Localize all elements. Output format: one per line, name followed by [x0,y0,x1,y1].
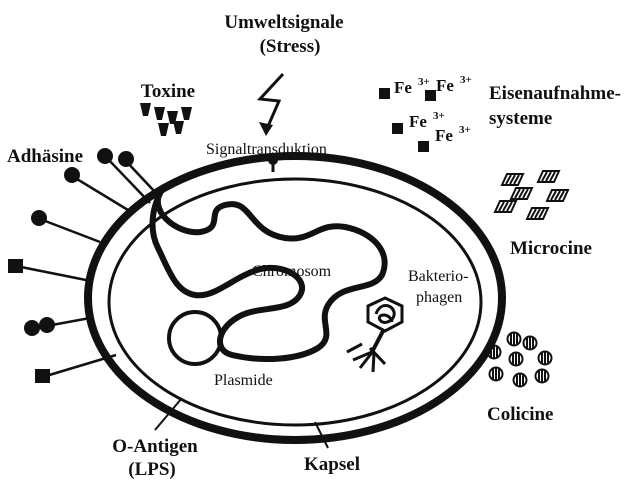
plasmid-ring [169,312,221,364]
colicin-icon [510,353,523,366]
colicine-label: Colicine [487,404,554,425]
iron-receptor-icon [425,90,436,101]
colicins-group [488,333,552,387]
bakterio-label-line1: Bakterio- [408,268,468,285]
iron-receptor-icon [418,141,429,152]
stress-lightning-icon [260,74,283,131]
toxins-group [140,103,192,136]
microcin-icon [527,208,548,219]
fe-sup-4: 3+ [459,124,471,136]
colicin-icon [508,333,521,346]
adhesin-icon [39,317,55,333]
adhesin-icon [31,210,47,226]
microcin-icon [547,190,568,201]
adhesin-icon [97,148,113,164]
colicin-icon [539,352,552,365]
adhesin-icon [24,320,40,336]
microcin-icon [511,188,532,199]
iron-receptor-icon [392,123,403,134]
fe-label-1: Fe [394,78,412,97]
eisen-label-line1: Eisenaufnahme- [489,83,621,104]
oantigen-label-line2: (LPS) [128,459,176,480]
signaltransduktion-label: Signaltransduktion [206,141,327,158]
fe-label-2: Fe [436,76,454,95]
umwelt-label-line2: (Stress) [260,36,321,57]
fe-label-3: Fe [409,112,427,131]
iron-receptor-icon [379,88,390,99]
microcins-group [495,171,568,219]
microcin-icon [502,174,523,185]
colicin-icon [524,337,537,350]
colicin-icon [514,374,527,387]
toxin-icon [140,103,151,116]
lightning-arrowhead [259,122,273,136]
microcin-icon [538,171,559,182]
adhesin-icon [64,167,80,183]
adhesins-group [8,148,155,383]
fe-label-4: Fe [435,126,453,145]
toxin-icon [181,107,192,120]
kapsel-label: Kapsel [304,454,360,475]
adhesin-square-icon [35,369,50,383]
fe-sup-3: 3+ [433,110,445,122]
adhesin-icon [118,151,134,167]
umwelt-label-line1: Umweltsignale [224,12,343,33]
adhesin-square-icon [8,259,23,273]
bacteriophage-icon [347,298,402,372]
eisen-label-line2: systeme [489,108,552,129]
fe-sup-2: 3+ [460,74,472,86]
toxin-icon [173,121,184,134]
microcine-label: Microcine [510,238,592,259]
plasmide-label: Plasmide [214,372,273,389]
microcin-icon [495,201,516,212]
oantigen-label-line1: O-Antigen [112,436,198,457]
chromosom-label: Chromosom [252,263,332,280]
toxine-label: Toxine [141,81,195,102]
toxin-icon [154,107,165,120]
toxin-icon [158,123,169,136]
adhaesine-label: Adhäsine [7,146,83,167]
colicin-icon [536,370,549,383]
bakterio-label-line2: phagen [416,289,462,306]
iron-squares [379,88,436,152]
colicin-icon [490,368,503,381]
fe-sup-1: 3+ [418,76,430,88]
